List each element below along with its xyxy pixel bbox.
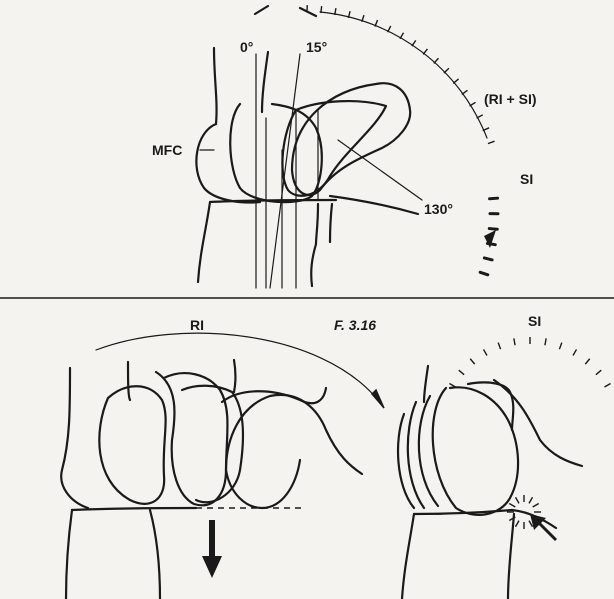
right-femur-line bbox=[424, 366, 428, 402]
down-arrow-head bbox=[202, 556, 222, 578]
condyle-seq-2 bbox=[156, 372, 228, 505]
tibia-right bbox=[311, 204, 318, 286]
condyle-90 bbox=[282, 101, 386, 196]
burst-ray bbox=[533, 504, 539, 508]
tibia-left bbox=[198, 202, 210, 282]
femur-shaft-inner bbox=[262, 52, 268, 112]
burst-ray bbox=[529, 497, 533, 503]
si-bottom-tick bbox=[459, 370, 464, 374]
si-bottom-tick bbox=[498, 343, 500, 350]
scale-tick bbox=[434, 58, 439, 63]
right-tibia-left bbox=[402, 514, 414, 599]
scale-tick bbox=[444, 68, 449, 73]
si-bottom-tick bbox=[559, 343, 561, 350]
rotation-scale-arc bbox=[320, 12, 487, 138]
si-tick bbox=[480, 272, 488, 275]
condyle-seq-4b bbox=[226, 395, 362, 474]
femur-left-inner bbox=[128, 362, 130, 400]
label-angle-130: 130° bbox=[424, 201, 453, 217]
ri-arrowhead bbox=[372, 390, 384, 408]
rotation-scale-ticks bbox=[307, 5, 495, 143]
label-ri: RI bbox=[190, 317, 204, 333]
si-bottom-tick bbox=[585, 359, 589, 364]
si-bottom-tick bbox=[470, 359, 474, 364]
burst-ray bbox=[516, 521, 520, 527]
burst-ray bbox=[509, 504, 515, 508]
right-condyle-1 bbox=[398, 414, 414, 508]
mfc-condyle-0 bbox=[196, 124, 260, 202]
label-angle-15: 15° bbox=[306, 39, 327, 55]
femur-left-bottom bbox=[61, 368, 88, 508]
right-posterior-line bbox=[494, 380, 582, 466]
posterior-line bbox=[330, 196, 418, 214]
label-si-bottom: SI bbox=[528, 313, 541, 329]
femur-shaft bbox=[214, 48, 217, 124]
scale-tick bbox=[488, 141, 495, 143]
si-tick bbox=[484, 258, 492, 260]
right-condyle-4 bbox=[433, 387, 518, 515]
label-si-top: SI bbox=[520, 171, 533, 187]
femur-right-line bbox=[234, 360, 236, 392]
ri-arrow-arc bbox=[96, 333, 378, 400]
tibia-plateau-bottom bbox=[72, 508, 196, 510]
tibia-bottom-right bbox=[150, 510, 160, 599]
si-tick bbox=[490, 198, 498, 199]
tibia-bottom-left bbox=[66, 510, 72, 599]
label-angle-0: 0° bbox=[240, 39, 253, 55]
label-mfc: MFC bbox=[152, 142, 182, 158]
scale-tick bbox=[453, 79, 458, 83]
right-tibia-right bbox=[508, 514, 514, 599]
si-bottom-tick bbox=[484, 349, 488, 355]
si-bottom-tick bbox=[514, 338, 515, 345]
si-bottom-tick bbox=[545, 338, 546, 345]
si-bottom-tick bbox=[604, 384, 610, 388]
contact-arrow-shaft bbox=[538, 522, 556, 540]
top-panel: 0° 15° MFC 130° (RI + SI) SI bbox=[152, 5, 537, 288]
tibia-inner bbox=[330, 204, 332, 242]
burst-ray bbox=[516, 497, 520, 503]
condyle-seq-3 bbox=[182, 386, 243, 503]
scale-tick bbox=[321, 6, 322, 13]
bottom-panel: RI F. 3.16 SI bbox=[61, 313, 610, 599]
condyle-seq-4c bbox=[226, 460, 300, 508]
si-tick bbox=[489, 229, 497, 230]
label-ri-si: (RI + SI) bbox=[484, 91, 537, 107]
si-bottom-tick bbox=[596, 370, 601, 374]
si-bottom-ticks bbox=[449, 337, 610, 387]
condyle-seq-1 bbox=[99, 386, 165, 504]
scale-tick bbox=[423, 49, 427, 55]
figure-number: F. 3.16 bbox=[334, 317, 376, 333]
si-bottom-tick bbox=[573, 349, 577, 355]
